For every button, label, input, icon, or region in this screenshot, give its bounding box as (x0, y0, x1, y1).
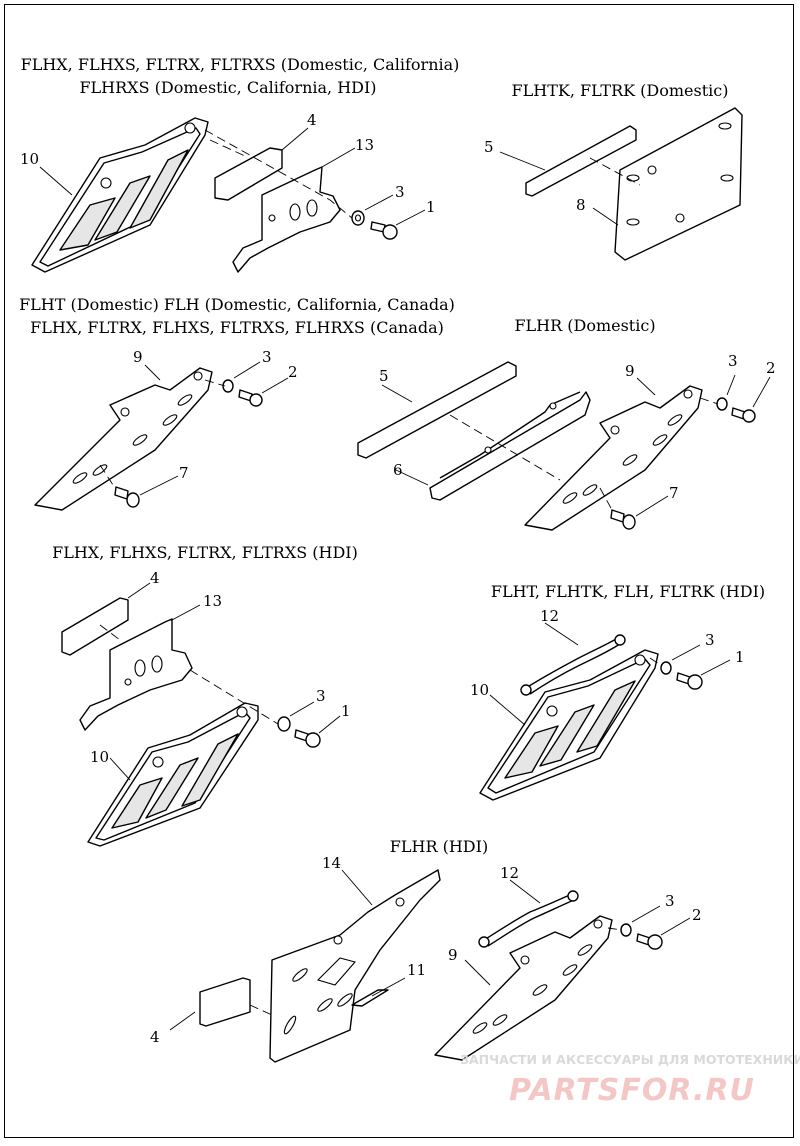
callout-13: 13 (355, 136, 374, 154)
panel-title-line2: FLHRXS (Domestic, California, HDI) (79, 78, 376, 97)
part-1-bolt: 1 (370, 198, 436, 240)
callout-3: 3 (728, 352, 738, 370)
panel-flhr-domestic: FLHR (Domestic) 5 6 9 (357, 316, 776, 531)
part-5-strip: 5 (484, 125, 637, 197)
panel-title: FLHTK, FLTRK (Domestic) (512, 81, 729, 100)
callout-5: 5 (484, 138, 494, 156)
part-9-mount-plate: 9 (524, 362, 703, 531)
part-5-strip: 5 (357, 361, 517, 459)
callout-3: 3 (316, 687, 326, 705)
callout-2: 2 (692, 906, 702, 924)
callout-12: 12 (540, 607, 559, 625)
panel-title: FLHR (Domestic) (514, 316, 655, 335)
callout-9: 9 (448, 946, 458, 964)
part-3-washer: 3 (351, 183, 405, 226)
callout-3: 3 (665, 892, 675, 910)
callout-1: 1 (426, 198, 436, 216)
callout-7: 7 (669, 484, 679, 502)
callout-2: 2 (766, 359, 776, 377)
callout-14: 14 (322, 854, 341, 872)
panel-flht-domestic: FLHT (Domestic) FLH (Domestic, Californi… (19, 295, 455, 511)
part-8-backing-plate: 8 (576, 107, 743, 261)
callout-9: 9 (625, 362, 635, 380)
part-7-stud: 7 (610, 484, 679, 530)
part-6-channel: 6 (393, 391, 591, 501)
part-9-mount-plate: 9 (434, 915, 613, 1061)
callout-8: 8 (576, 196, 586, 214)
watermark: ЗАПЧАСТИ И АКСЕССУАРЫ ДЛЯ МОТОТЕХНИКИ PA… (460, 1052, 800, 1108)
part-3-washer: 3 (716, 352, 738, 411)
watermark-tagline: ЗАПЧАСТИ И АКСЕССУАРЫ ДЛЯ МОТОТЕХНИКИ (460, 1052, 800, 1067)
callout-1: 1 (341, 702, 351, 720)
part-12-bracket-wire: 12 (478, 864, 579, 948)
callout-12: 12 (500, 864, 519, 882)
part-13-bracket: 13 (79, 592, 222, 731)
callout-3: 3 (395, 183, 405, 201)
callout-2: 2 (288, 363, 298, 381)
part-4-pad: 4 (61, 569, 160, 656)
part-4-pad: 4 (214, 111, 317, 201)
part-2-bolt: 2 (731, 359, 776, 423)
panel-flhx-hdi: FLHX, FLHXS, FLTRX, FLTRXS (HDI) 4 13 3 … (52, 543, 358, 847)
callout-3: 3 (705, 631, 715, 649)
part-10-mount-plate: 10 (87, 702, 259, 847)
callout-7: 7 (179, 464, 189, 482)
part-14-plate: 14 (269, 854, 441, 1063)
callout-4: 4 (150, 569, 160, 587)
part-13-bracket: 13 (232, 136, 374, 273)
part-2-bolt: 2 (238, 363, 298, 407)
part-7-stud: 7 (114, 464, 189, 508)
part-1-bolt: 1 (294, 702, 351, 748)
part-3-washer: 3 (620, 892, 675, 937)
panel-title-line1: FLHX, FLHXS, FLTRX, FLTRXS (Domestic, Ca… (21, 55, 460, 74)
callout-11: 11 (407, 961, 426, 979)
watermark-logo: PARTSFOR.RU (509, 1073, 755, 1108)
callout-10: 10 (470, 681, 489, 699)
panel-title: FLHT, FLHTK, FLH, FLTRK (HDI) (491, 582, 765, 601)
panel-title: FLHR (HDI) (390, 837, 488, 856)
panel-flhtk-domestic: FLHTK, FLTRK (Domestic) 5 8 (484, 81, 743, 261)
panel-title-line1: FLHT (Domestic) FLH (Domestic, Californi… (19, 295, 455, 314)
part-10-mount-plate: 10 (470, 649, 659, 801)
callout-5: 5 (379, 367, 389, 385)
callout-13: 13 (203, 592, 222, 610)
panel-flhx-domestic: FLHX, FLHXS, FLTRX, FLTRXS (Domestic, Ca… (20, 55, 460, 273)
part-10-mount-plate: 10 (20, 117, 209, 273)
part-2-bolt: 2 (636, 906, 702, 950)
callout-4: 4 (307, 111, 317, 129)
callout-10: 10 (90, 748, 109, 766)
callout-1: 1 (735, 648, 745, 666)
callout-4: 4 (150, 1028, 160, 1046)
part-3-washer: 3 (277, 687, 326, 732)
part-12-bracket-wire: 12 (520, 607, 626, 696)
panel-title-line2: FLHX, FLTRX, FLHXS, FLTRXS, FLHRXS (Cana… (30, 318, 444, 337)
callout-3: 3 (262, 348, 272, 366)
panel-flht-hdi: FLHT, FLHTK, FLH, FLTRK (HDI) 12 3 1 (470, 582, 765, 801)
callout-9: 9 (133, 348, 143, 366)
part-3-washer: 3 (222, 348, 272, 393)
part-1-bolt: 1 (676, 648, 745, 690)
callout-10: 10 (20, 150, 39, 168)
part-9-mount-plate: 9 (34, 348, 213, 511)
part-11-insert: 11 (351, 961, 426, 1007)
part-4-pad: 4 (150, 977, 251, 1046)
callout-6: 6 (393, 461, 403, 479)
panel-flhr-hdi: FLHR (HDI) 14 11 4 (150, 837, 702, 1063)
panel-title: FLHX, FLHXS, FLTRX, FLTRXS (HDI) (52, 543, 358, 562)
part-3-washer: 3 (660, 631, 715, 675)
